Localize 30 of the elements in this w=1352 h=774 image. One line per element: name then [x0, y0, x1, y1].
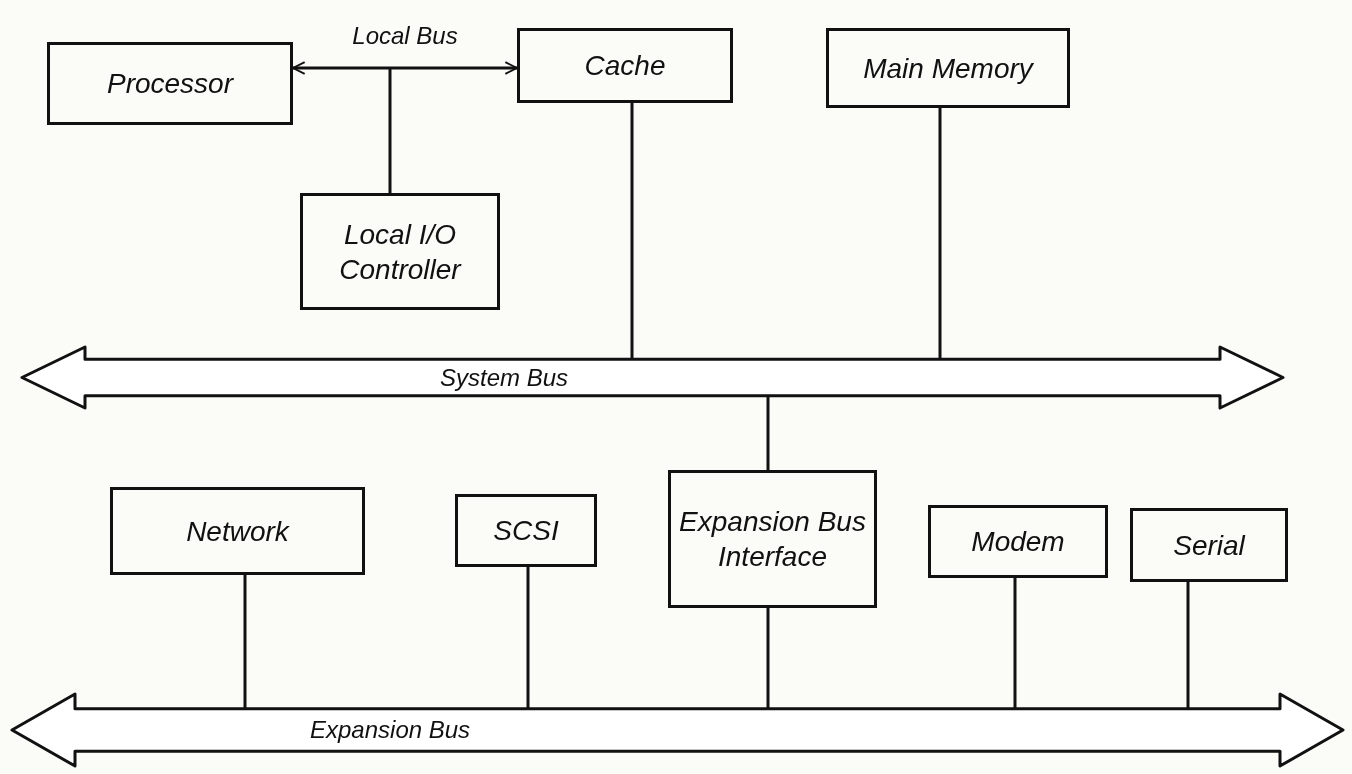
component-box: [47, 42, 293, 125]
box-label: Serial: [1173, 528, 1245, 563]
box-label: Cache: [584, 49, 666, 83]
component-box: [517, 28, 733, 103]
bus-label: System Bus: [440, 365, 569, 390]
arrow: [292, 61, 518, 75]
connector-line: [1186, 582, 1190, 709]
component-box: [826, 28, 1070, 108]
bus-label: Expansion Bus: [310, 718, 471, 742]
box-label: Modem: [971, 525, 1065, 559]
box-label: Expansion Bus Interface: [679, 505, 866, 574]
component-box: [928, 505, 1108, 578]
connector-line: [938, 108, 942, 360]
box-label: Processor: [106, 67, 233, 101]
connector-line: [243, 575, 247, 709]
component-box: [455, 494, 597, 567]
component-box: [668, 470, 877, 608]
box-label: Local I/O Controller: [338, 217, 463, 287]
connector-line: [526, 567, 530, 709]
component-box: [1130, 508, 1288, 582]
box-label: Network: [186, 514, 289, 549]
connector-line: [766, 395, 770, 470]
connector-line: [388, 68, 392, 193]
component-box: [300, 193, 500, 310]
box-label: Main Memory: [863, 51, 1033, 86]
connector-line: [630, 103, 634, 360]
connector-line: [1013, 578, 1017, 709]
connector-line: [766, 608, 770, 709]
box-label: SCSI: [493, 514, 559, 548]
component-box: [110, 487, 365, 575]
